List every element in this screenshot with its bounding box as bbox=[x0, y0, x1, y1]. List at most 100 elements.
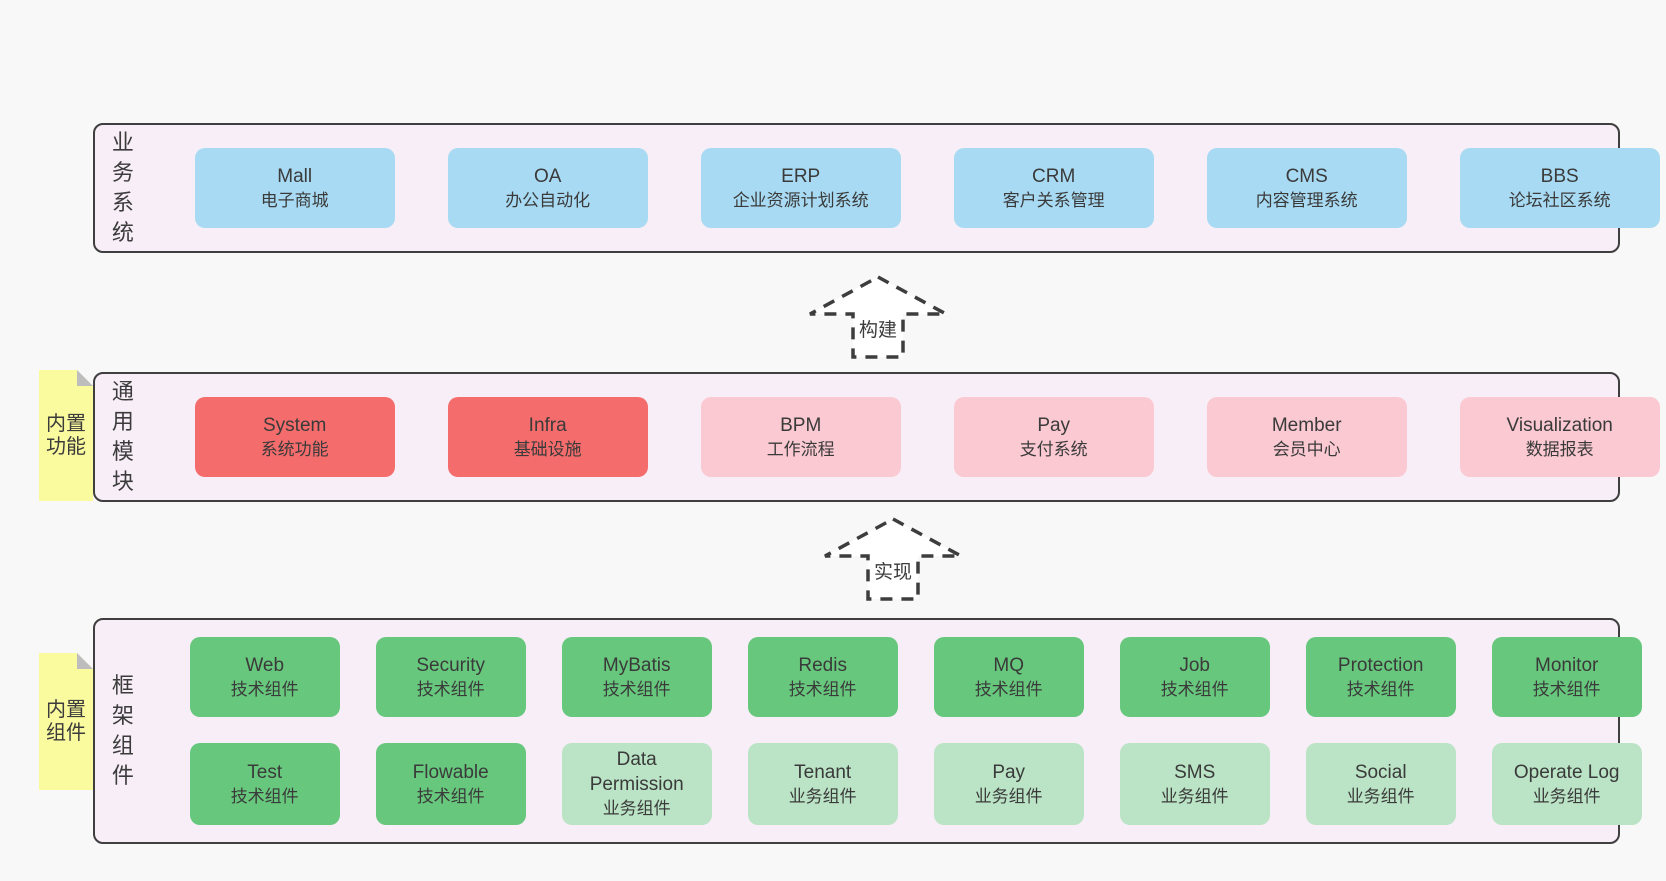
box-member: Member 会员中心 bbox=[1206, 397, 1407, 477]
box-protection: Protection 技术组件 bbox=[1305, 637, 1456, 717]
box-mq: MQ 技术组件 bbox=[933, 637, 1084, 717]
box-name: CMS bbox=[1285, 165, 1328, 187]
box-subtitle: 业务组件 bbox=[974, 786, 1043, 806]
box-tenant: Tenant 业务组件 bbox=[747, 743, 898, 825]
box-subtitle: 业务组件 bbox=[602, 799, 671, 818]
box-name: SMS bbox=[1174, 761, 1216, 783]
box-subtitle: 企业资源计划系统 bbox=[732, 190, 869, 210]
box-operate-log: Operate Log 业务组件 bbox=[1491, 743, 1642, 825]
box-name: CRM bbox=[1032, 165, 1076, 187]
box-name: BBS bbox=[1540, 165, 1579, 187]
arrow-build: 构建 bbox=[808, 275, 948, 359]
box-subtitle: 论坛社区系统 bbox=[1508, 190, 1611, 210]
box-name: Redis bbox=[798, 654, 847, 676]
box-data-permission: Data Permission 业务组件 bbox=[561, 743, 712, 825]
box-subtitle: 业务组件 bbox=[1532, 786, 1601, 806]
box-subtitle: 技术组件 bbox=[416, 679, 485, 699]
box-name: BPM bbox=[780, 414, 822, 436]
box-subtitle: 支付系统 bbox=[1019, 439, 1088, 459]
box-subtitle: 电子商城 bbox=[260, 190, 329, 210]
box-oa: OA 办公自动化 bbox=[447, 148, 648, 228]
box-subtitle: 技术组件 bbox=[788, 679, 857, 699]
box-subtitle: 业务组件 bbox=[1346, 786, 1415, 806]
box-name: Flowable bbox=[412, 761, 489, 783]
box-name: Pay bbox=[1037, 414, 1071, 436]
box-pay: Pay 支付系统 bbox=[953, 397, 1154, 477]
box-job: Job 技术组件 bbox=[1119, 637, 1270, 717]
box-subtitle: 客户关系管理 bbox=[1002, 190, 1105, 210]
box-name: Test bbox=[247, 761, 283, 783]
box-subtitle: 内容管理系统 bbox=[1255, 190, 1358, 210]
box-subtitle: 技术组件 bbox=[1160, 679, 1229, 699]
arrow-label: 构建 bbox=[859, 319, 897, 341]
box-subtitle: 工作流程 bbox=[766, 439, 835, 459]
box-name: Member bbox=[1271, 414, 1342, 436]
box-subtitle: 基础设施 bbox=[513, 439, 582, 459]
note-builtin-features: 内置功能 bbox=[39, 370, 93, 501]
box-cms: CMS 内容管理系统 bbox=[1206, 148, 1407, 228]
box-pay: Pay 业务组件 bbox=[933, 743, 1084, 825]
note-text: 内置功能 bbox=[46, 412, 86, 458]
box-subtitle: 技术组件 bbox=[416, 786, 485, 806]
box-name: Operate Log bbox=[1513, 761, 1620, 783]
box-name: Protection bbox=[1337, 654, 1424, 676]
box-name: Web bbox=[245, 654, 285, 676]
box-subtitle: 技术组件 bbox=[230, 786, 299, 806]
note-builtin-components: 内置组件 bbox=[39, 653, 93, 790]
box-infra: Infra 基础设施 bbox=[447, 397, 648, 477]
box-name: Data Permission bbox=[589, 749, 684, 795]
layer-title: 通用模块 bbox=[111, 379, 134, 494]
box-subtitle: 技术组件 bbox=[1346, 679, 1415, 699]
up-arrow-icon: 构建 bbox=[809, 275, 947, 359]
box-subtitle: 技术组件 bbox=[230, 679, 299, 699]
box-name: Pay bbox=[992, 761, 1026, 783]
box-name: OA bbox=[533, 165, 562, 187]
box-web: Web 技术组件 bbox=[189, 637, 340, 717]
box-name: Job bbox=[1179, 654, 1210, 676]
box-subtitle: 技术组件 bbox=[974, 679, 1043, 699]
box-name: MyBatis bbox=[602, 654, 671, 676]
box-name: MQ bbox=[993, 654, 1024, 676]
box-subtitle: 数据报表 bbox=[1525, 439, 1594, 459]
box-name: System bbox=[263, 414, 327, 436]
box-bpm: BPM 工作流程 bbox=[700, 397, 901, 477]
box-name: ERP bbox=[781, 165, 821, 187]
box-security: Security 技术组件 bbox=[375, 637, 526, 717]
box-subtitle: 业务组件 bbox=[1160, 786, 1229, 806]
box-sms: SMS 业务组件 bbox=[1119, 743, 1270, 825]
layer-common-modules: 通用模块 System 系统功能 Infra 基础设施 BPM 工作流程 Pay 支付系统 Mem… bbox=[93, 372, 1660, 502]
box-subtitle: 系统功能 bbox=[260, 439, 329, 459]
box-bbs: BBS 论坛社区系统 bbox=[1459, 148, 1660, 228]
box-test: Test 技术组件 bbox=[189, 743, 340, 825]
box-subtitle: 技术组件 bbox=[602, 679, 671, 699]
box-mybatis: MyBatis 技术组件 bbox=[561, 637, 712, 717]
box-flowable: Flowable 技术组件 bbox=[375, 743, 526, 825]
box-name: Monitor bbox=[1535, 654, 1599, 676]
up-arrow-icon: 实现 bbox=[824, 517, 962, 601]
box-erp: ERP 企业资源计划系统 bbox=[700, 148, 901, 228]
box-name: Infra bbox=[528, 414, 567, 436]
box-name: Tenant bbox=[794, 761, 852, 783]
box-name: Security bbox=[416, 654, 485, 676]
arrow-label: 实现 bbox=[874, 561, 912, 583]
box-visualization: Visualization 数据报表 bbox=[1459, 397, 1660, 477]
box-subtitle: 业务组件 bbox=[788, 786, 857, 806]
layer-title: 业务系统 bbox=[111, 130, 134, 245]
box-mall: Mall 电子商城 bbox=[194, 148, 395, 228]
arrow-implement: 实现 bbox=[823, 517, 963, 601]
box-system: System 系统功能 bbox=[194, 397, 395, 477]
box-subtitle: 会员中心 bbox=[1272, 439, 1341, 459]
box-social: Social 业务组件 bbox=[1305, 743, 1456, 825]
box-name: Mall bbox=[277, 165, 313, 187]
note-text: 内置组件 bbox=[46, 698, 86, 744]
layer-title: 框架组件 bbox=[111, 673, 134, 788]
layer-framework-components: 框架组件 Web 技术组件 Security 技术组件 MyBatis 技术组件 Redis 技… bbox=[93, 618, 1642, 844]
box-crm: CRM 客户关系管理 bbox=[953, 148, 1154, 228]
box-name: Visualization bbox=[1506, 414, 1613, 436]
box-subtitle: 办公自动化 bbox=[505, 190, 591, 210]
box-name: Social bbox=[1354, 761, 1407, 783]
box-redis: Redis 技术组件 bbox=[747, 637, 898, 717]
